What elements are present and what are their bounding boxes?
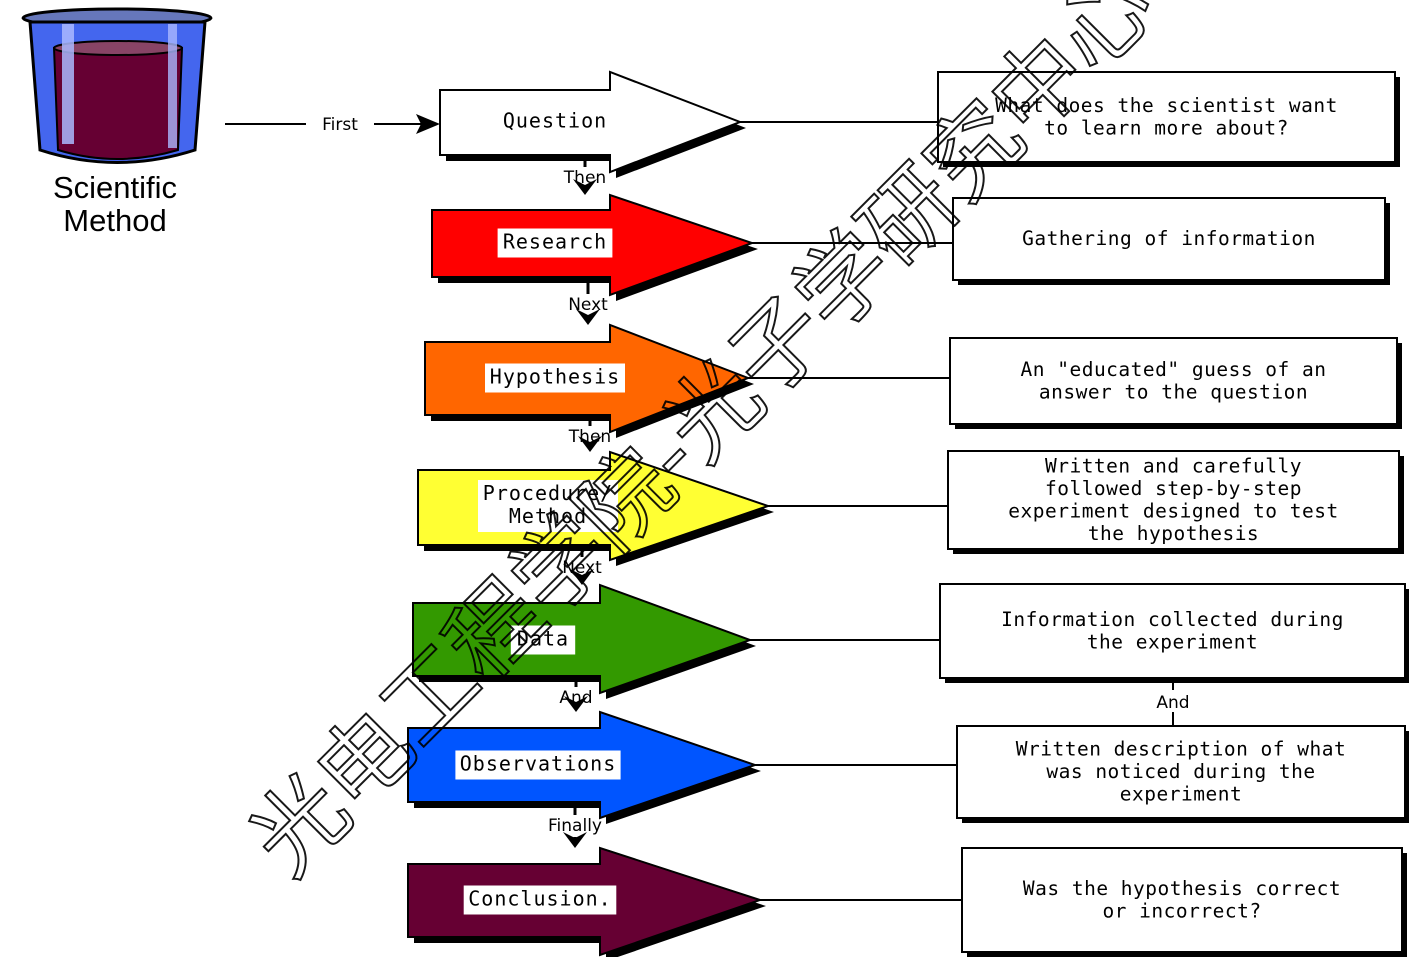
desc-text-question: What does the scientist want: [995, 94, 1338, 117]
connector-arrowhead-question: [573, 179, 597, 195]
connector-label-data: And: [559, 688, 592, 708]
step-label-question: Question: [503, 109, 607, 133]
desc-box-question: [937, 71, 1396, 163]
connector-arrowhead-observations: [563, 832, 587, 848]
label-plate-observations: [455, 750, 621, 780]
desc-text-data: Information collected during: [1001, 608, 1344, 631]
desc-box-observations: [956, 725, 1406, 819]
desc-text-hypothesis: An "educated" guess of an: [1021, 358, 1327, 381]
arrow-data: [412, 583, 753, 695]
step-label-procedure: Procedure/: [483, 481, 613, 505]
step-label-conclusion: Conclusion.: [468, 887, 611, 911]
desc-text-procedure: Written and carefully: [1045, 454, 1302, 477]
desc-box-conclusion: [961, 847, 1403, 953]
desc-text-hypothesis: answer to the question: [1039, 380, 1308, 403]
arrow-question: [439, 70, 743, 174]
connector-label-research: Next: [568, 295, 608, 315]
step-label-data: Data: [517, 627, 569, 651]
desc-text-question: to learn more about?: [1044, 116, 1289, 139]
desc-box-research: [952, 197, 1386, 281]
step-label-hypothesis: Hypothesis: [490, 365, 620, 389]
connector-label-observations: Finally: [548, 816, 602, 836]
title-line-1: Scientific: [53, 170, 177, 205]
desc-text-observations: was noticed during the: [1046, 760, 1315, 783]
connector-arrowhead-hypothesis: [578, 436, 602, 452]
desc-text-conclusion: Was the hypothesis correct: [1023, 877, 1341, 900]
label-plate-data: [510, 625, 576, 655]
label-plate-research: [497, 228, 613, 258]
desc-connector-label: And: [1156, 693, 1189, 713]
connector-label-hypothesis: Then: [568, 427, 611, 447]
label-plate-procedure: [478, 480, 618, 532]
desc-text-data: the experiment: [1087, 630, 1258, 653]
connector-arrowhead-procedure: [570, 569, 594, 585]
first-arrow: First: [225, 114, 440, 135]
step-label-research: Research: [503, 230, 607, 254]
desc-text-conclusion: or incorrect?: [1102, 899, 1261, 922]
label-plate-conclusion: [463, 885, 617, 915]
connector-arrowhead-research: [576, 309, 600, 325]
connector-arrowhead-data: [564, 696, 588, 712]
desc-text-procedure: the hypothesis: [1088, 522, 1259, 545]
desc-text-procedure: experiment designed to test: [1008, 499, 1338, 522]
desc-box-hypothesis: [949, 337, 1398, 425]
label-plate-hypothesis: [485, 363, 625, 393]
desc-text-research: Gathering of information: [1022, 227, 1316, 250]
step-label-procedure: Method: [509, 504, 587, 528]
title-line-2: Method: [63, 203, 166, 238]
desc-box-data: [939, 583, 1406, 679]
step-label-observations: Observations: [460, 752, 617, 776]
desc-text-procedure: followed step-by-step: [1045, 477, 1302, 500]
beaker-icon: [21, 7, 213, 164]
connector-label-question: Then: [563, 168, 606, 188]
desc-text-observations: experiment: [1120, 783, 1242, 806]
desc-text-observations: Written description of what: [1016, 738, 1346, 761]
first-label: First: [322, 115, 358, 135]
connector-label-procedure: Next: [562, 558, 602, 578]
desc-box-procedure: [947, 450, 1400, 550]
